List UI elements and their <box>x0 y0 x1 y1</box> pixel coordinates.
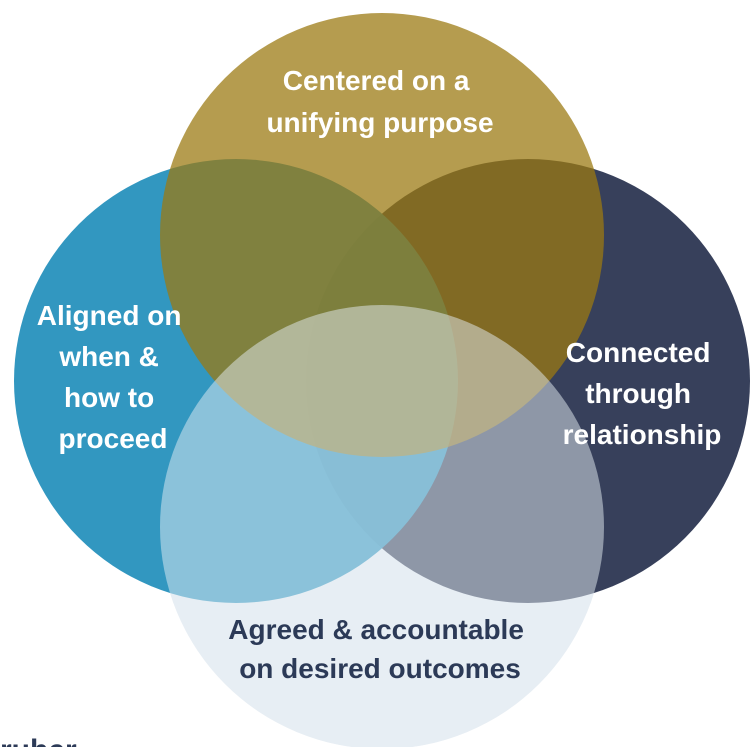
label-aligned-line-2: when & <box>58 341 159 372</box>
label-connected-line-1: Connected <box>566 337 711 368</box>
label-agreed: Agreed & accountable on desired outcomes <box>228 614 531 684</box>
label-connected: Connected through relationship <box>563 337 722 450</box>
label-aligned-line-4: proceed <box>59 423 168 454</box>
label-aligned: Aligned on when & how to proceed <box>37 300 189 454</box>
label-aligned-line-3: how to <box>64 382 154 413</box>
label-agreed-line-2: on desired outcomes <box>239 653 521 684</box>
label-connected-line-2: through <box>585 378 691 409</box>
label-aligned-line-1: Aligned on <box>37 300 182 331</box>
brand-logo-text: ruber <box>0 734 77 747</box>
label-purpose-line-1: Centered on a <box>283 65 470 96</box>
circle-agreed-overlay <box>160 305 604 747</box>
label-connected-line-3: relationship <box>563 419 722 450</box>
label-purpose: Centered on a unifying purpose <box>266 65 493 138</box>
label-agreed-line-1: Agreed & accountable <box>228 614 524 645</box>
label-purpose-line-2: unifying purpose <box>266 107 493 138</box>
